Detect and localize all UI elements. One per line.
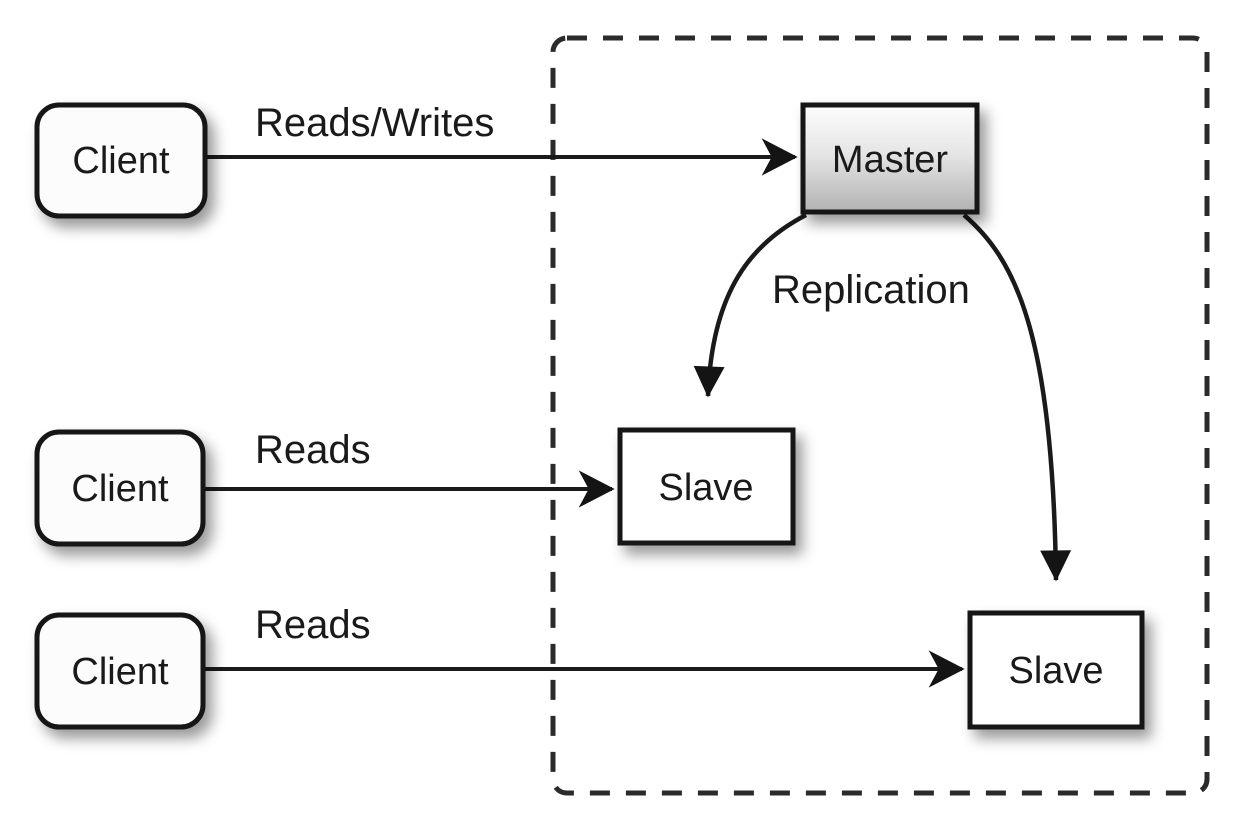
edge-label-replication: Replication	[772, 268, 970, 312]
master-label: Master	[832, 139, 948, 181]
edge-label-reads-bottom: Reads	[255, 603, 371, 647]
client-3-label: Client	[71, 651, 169, 693]
edge-label-reads-writes: Reads/Writes	[255, 101, 494, 145]
slave-1-shape[interactable]	[617, 427, 796, 546]
edge-master-to-slave2	[962, 213, 1072, 582]
client-2-label: Client	[71, 468, 169, 510]
client-1-label: Client	[72, 140, 170, 182]
client-1-shape[interactable]	[34, 102, 208, 219]
replication-curve-left	[693, 213, 808, 398]
client-2-shape[interactable]	[34, 429, 206, 547]
node-master[interactable]: Master	[800, 102, 980, 215]
client-3-shape[interactable]	[34, 612, 206, 730]
edge-label-reads-middle: Reads	[255, 428, 371, 472]
database-cluster-boundary	[550, 35, 1210, 796]
node-slave-1[interactable]: Slave	[617, 427, 796, 546]
node-slave-2[interactable]: Slave	[967, 610, 1145, 730]
slave-1-label: Slave	[658, 467, 753, 509]
node-client-3[interactable]: Client	[34, 612, 206, 730]
slave-2-shape[interactable]	[967, 610, 1145, 730]
node-client-2[interactable]: Client	[34, 429, 206, 547]
node-client-1[interactable]: Client	[34, 102, 208, 219]
edge-master-to-slave1	[693, 213, 808, 398]
replication-curve-right	[962, 213, 1072, 582]
slave-2-label: Slave	[1008, 650, 1103, 692]
master-shape[interactable]	[800, 102, 980, 215]
